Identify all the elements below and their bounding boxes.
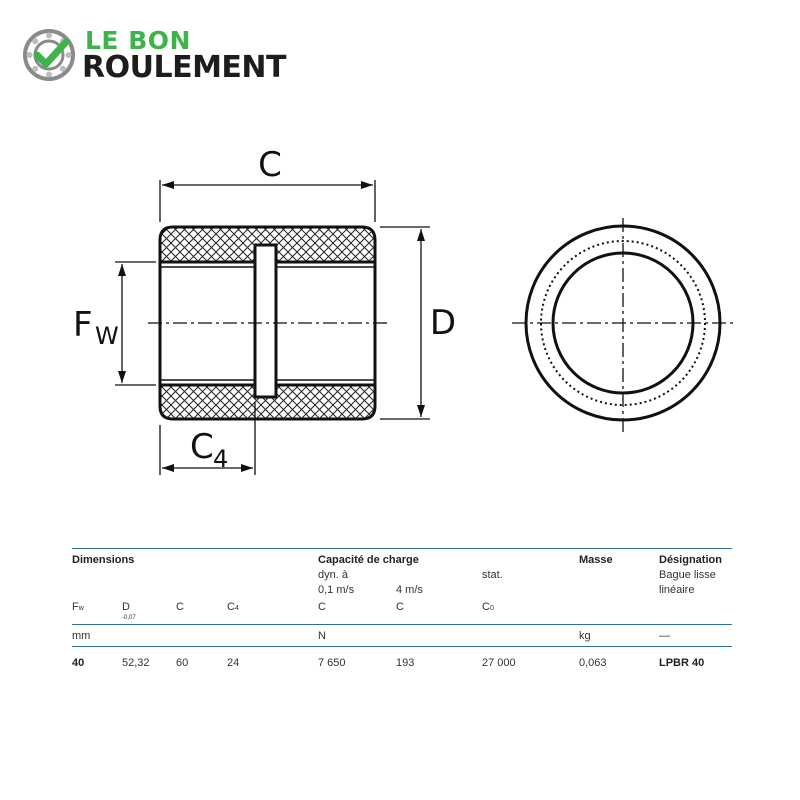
value-fw: 40 xyxy=(72,657,85,669)
dimension-c4: C 4 xyxy=(159,402,256,475)
unit-mm: mm xyxy=(72,630,91,642)
dim-label-c: C xyxy=(258,145,282,185)
dimension-d: D xyxy=(380,226,456,420)
header-dimensions: Dimensions xyxy=(72,554,135,566)
header-speed-2: 4 m/s xyxy=(396,584,423,596)
bushing-technical-drawing: C D F W C 4 xyxy=(73,145,735,475)
end-view xyxy=(512,218,735,432)
dimension-fw: F W xyxy=(73,261,156,386)
unit-kg: kg xyxy=(579,630,591,642)
dimension-c: C xyxy=(159,145,376,222)
brand-logo: LE BON ROULEMENT xyxy=(22,26,302,86)
header-mass: Masse xyxy=(579,554,613,566)
dim-label-c4-sub: 4 xyxy=(213,445,228,473)
symbol-c: C xyxy=(176,601,184,613)
value-c: 60 xyxy=(176,657,189,669)
value-c-dyn-1: 7 650 xyxy=(318,657,346,669)
symbol-d-tolerance: -0,07 xyxy=(122,615,136,621)
value-c0: 27 000 xyxy=(482,657,516,669)
header-speed-1: 0,1 m/s xyxy=(318,584,355,596)
brand-line-2: ROULEMENT xyxy=(82,50,287,85)
value-d: 52,32 xyxy=(122,657,150,669)
value-c4: 24 xyxy=(227,657,240,669)
symbol-c-dyn-2: C xyxy=(396,601,404,613)
symbol-d: D xyxy=(122,601,130,613)
dim-label-fw: F xyxy=(73,305,93,345)
value-mass: 0,063 xyxy=(579,657,607,669)
symbol-c4: C4 xyxy=(227,601,239,613)
table-rule-3 xyxy=(72,646,732,647)
side-view xyxy=(148,225,388,421)
dim-label-fw-sub: W xyxy=(95,322,119,350)
unit-dash: — xyxy=(659,630,670,642)
table-top-rule xyxy=(72,548,732,549)
header-designation: Désignation xyxy=(659,554,722,566)
value-c-dyn-2: 193 xyxy=(396,657,415,669)
dim-label-c4: C xyxy=(190,427,214,467)
brand-line-1: LE BON xyxy=(85,26,191,55)
table-rule-2 xyxy=(72,624,732,625)
value-designation: LPBR 40 xyxy=(659,657,705,669)
header-stat: stat. xyxy=(482,569,503,581)
bearing-check-icon xyxy=(23,29,75,81)
symbol-c0: C0 xyxy=(482,601,494,613)
symbol-c-dyn-1: C xyxy=(318,601,326,613)
header-dyn: dyn. à xyxy=(318,569,348,581)
header-designation-sub2: linéaire xyxy=(659,584,695,596)
header-capacity: Capacité de charge xyxy=(318,554,419,566)
unit-n: N xyxy=(318,630,326,642)
symbol-fw: Fw xyxy=(72,601,84,613)
header-designation-sub1: Bague lisse xyxy=(659,569,716,581)
dim-label-d: D xyxy=(430,303,456,343)
